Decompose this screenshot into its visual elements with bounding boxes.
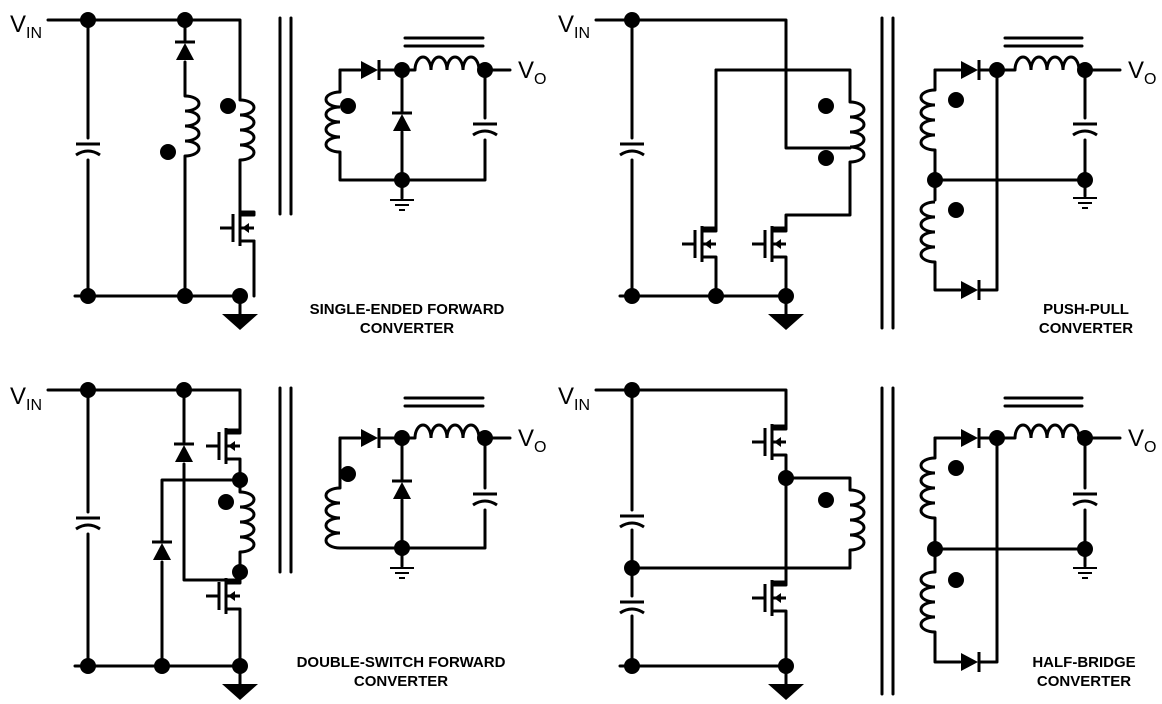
vin-label: VIN [10,11,42,42]
caption-line-1: SINGLE-ENDED FORWARD [310,301,505,318]
single-ended-forward-converter: VIN [10,11,546,337]
push-pull-converter: VIN [558,11,1156,337]
caption-line-2: CONVERTER [1037,673,1131,690]
caption-line-2: CONVERTER [354,673,448,690]
double-switch-forward-converter: VIN [10,382,546,700]
vin-label: VIN [558,383,590,414]
vo-label: VO [518,57,546,88]
vin-label: VIN [558,11,590,42]
vin-label: VIN [10,383,42,414]
vo-label: VO [518,425,546,456]
caption-line-1: HALF-BRIDGE [1032,654,1135,671]
caption-line-1: DOUBLE-SWITCH FORWARD [297,654,506,671]
vo-label: VO [1128,425,1156,456]
caption-line-2: CONVERTER [360,320,454,337]
half-bridge-converter: VIN [558,382,1156,700]
caption-line-1: PUSH-PULL [1043,301,1129,318]
caption-line-2: CONVERTER [1039,320,1133,337]
vo-label: VO [1128,57,1156,88]
